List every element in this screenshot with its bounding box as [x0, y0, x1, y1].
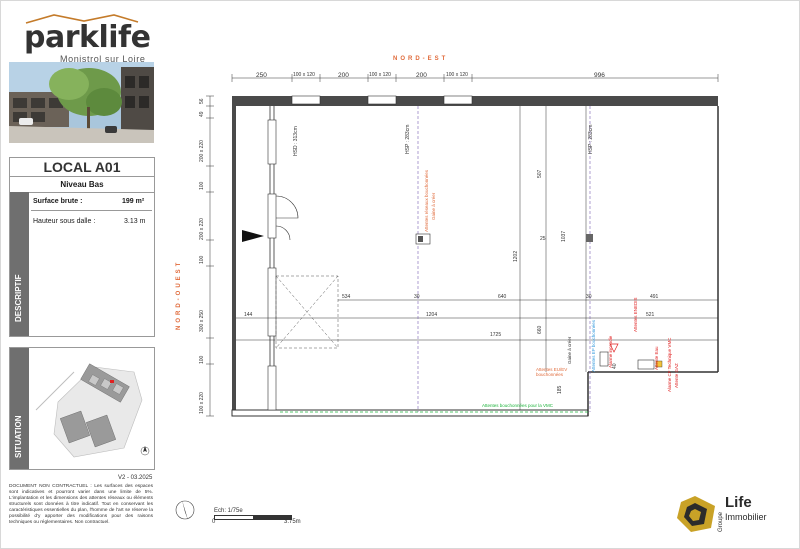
dim-521: 521 [646, 312, 655, 318]
disclaimer-text: DOCUMENT NON CONTRACTUEL : Les surfaces … [9, 484, 153, 525]
height-hsp-right: HSP : 283cm [588, 124, 594, 154]
left-facade-openings [267, 119, 277, 411]
dim-left-2: 49 [199, 111, 205, 117]
situation-band: SITUATION [10, 348, 29, 469]
descriptif-band: DESCRIPTIF [10, 192, 29, 336]
dim-30-b: 30 [586, 294, 592, 300]
group-name: Life [725, 494, 752, 511]
door-swing [275, 195, 299, 219]
group-sub: Immobilier [725, 512, 767, 522]
entrance-arrow-icon [242, 230, 264, 242]
ramp-area [275, 275, 339, 349]
dim-left-4: 100 [199, 181, 205, 190]
unit-card: LOCAL A01 Niveau Bas DESCRIPTIF Surface … [9, 157, 155, 337]
dim-left-5: 200 x 220 [199, 218, 205, 240]
scale-end: 3.75m [284, 519, 301, 525]
group-life-logo-icon [677, 496, 715, 532]
wall-south [231, 409, 589, 417]
dim-1202: 1202 [513, 250, 519, 262]
height-hsd: HSD : 313cm [293, 126, 299, 156]
surface-value: 199 m² [122, 198, 145, 205]
dim-top-2: 100 x 120 [293, 72, 315, 78]
note-gaine-left: Gaine à créer [431, 192, 436, 220]
note-attentes-ep: Attentes EP bouchonnées [591, 320, 596, 372]
shaft-right [586, 234, 593, 242]
dim-top-6: 100 x 120 [446, 72, 468, 78]
height-label: Hauteur sous dalle : [33, 218, 96, 225]
dim-534: 534 [342, 294, 351, 300]
note-attentes-enedis: Attentes ENEDIS [633, 297, 638, 332]
note-attentes-reseaux: Attentes réseaux bouchonnées [424, 169, 429, 232]
wall-west [232, 96, 236, 414]
brand-name: parklife [24, 20, 151, 55]
situation-label: SITUATION [14, 415, 23, 458]
vertical-dimension-lines [519, 106, 587, 410]
dim-left-7: 300 x 250 [199, 310, 205, 332]
scale-start: 0 [212, 519, 216, 525]
wall-north [232, 96, 718, 106]
dim-1725: 1725 [490, 332, 502, 338]
situation-card: SITUATION [9, 347, 155, 470]
note-gaz: Attente GAZ [674, 363, 679, 388]
top-dimension-line [231, 74, 719, 82]
dim-top-1: 250 [256, 72, 267, 79]
dim-185: 185 [557, 385, 563, 394]
dim-left-6: 100 [199, 255, 205, 264]
descriptif-label: DESCRIPTIF [14, 274, 23, 322]
note-alarme: Alarme incendie [608, 335, 613, 368]
dim-1204: 1204 [426, 312, 438, 318]
alarm-icon [609, 343, 619, 353]
dim-640: 640 [498, 294, 507, 300]
note-attente-eau: Attente Eau [654, 346, 659, 370]
unit-title: LOCAL A01 [10, 158, 154, 177]
note-alarme-cf: Alarme CF Technique VMC [667, 337, 672, 392]
network-lines [417, 106, 591, 412]
dim-top-3: 200 [338, 72, 349, 79]
note-attentes-eu: Attentes EU/EV bouchonnées [536, 367, 568, 377]
dim-660: 660 [537, 325, 543, 334]
dim-25: 25 [540, 236, 546, 242]
dim-top-5: 200 [416, 72, 427, 79]
orientation-north-west: NORD-OUEST [176, 259, 182, 330]
height-hsp-left: HSP : 283cm [405, 124, 411, 154]
dim-left-1: 56 [199, 98, 205, 104]
situation-north-icon [140, 446, 150, 456]
equipment-box [599, 351, 609, 367]
card-divider [31, 210, 152, 211]
dim-491: 491 [650, 294, 659, 300]
surface-label: Surface brute : [33, 198, 83, 205]
north-arrow-icon [175, 500, 195, 520]
note-vmc: Attentes bouchonnées pour la VMC [482, 403, 554, 408]
dim-1037: 1037 [561, 230, 567, 242]
version-label: V2 - 03.2025 [118, 475, 153, 481]
dim-144: 144 [244, 312, 253, 318]
dim-left-3: 200 x 220 [199, 140, 205, 162]
dim-left-9: 100 x 220 [199, 392, 205, 414]
dim-30-a: 30 [414, 294, 420, 300]
floor-plan [206, 74, 719, 417]
orientation-north-east: NORD-EST [393, 56, 449, 62]
unit-level: Niveau Bas [10, 177, 154, 193]
dim-top-7: 996 [594, 72, 605, 79]
top-windows [291, 95, 473, 105]
logo-roof-icon [25, 14, 139, 24]
dim-507: 507 [537, 169, 543, 178]
dim-left-8: 100 [199, 355, 205, 364]
height-value: 3.13 m [124, 218, 146, 225]
group-prefix: Groupe [718, 511, 724, 532]
note-gaine-right: Gaine à créer [567, 336, 572, 364]
situation-map [35, 363, 150, 458]
scale-bar [214, 515, 292, 520]
scale-label: Ech: 1/75e [214, 508, 243, 514]
left-dimension-line [206, 95, 214, 417]
dim-top-4: 100 x 120 [369, 72, 391, 78]
brand-location: Monistrol sur Loire [60, 54, 146, 64]
building-photo [9, 62, 154, 143]
inner-dimension-lines [236, 299, 718, 341]
